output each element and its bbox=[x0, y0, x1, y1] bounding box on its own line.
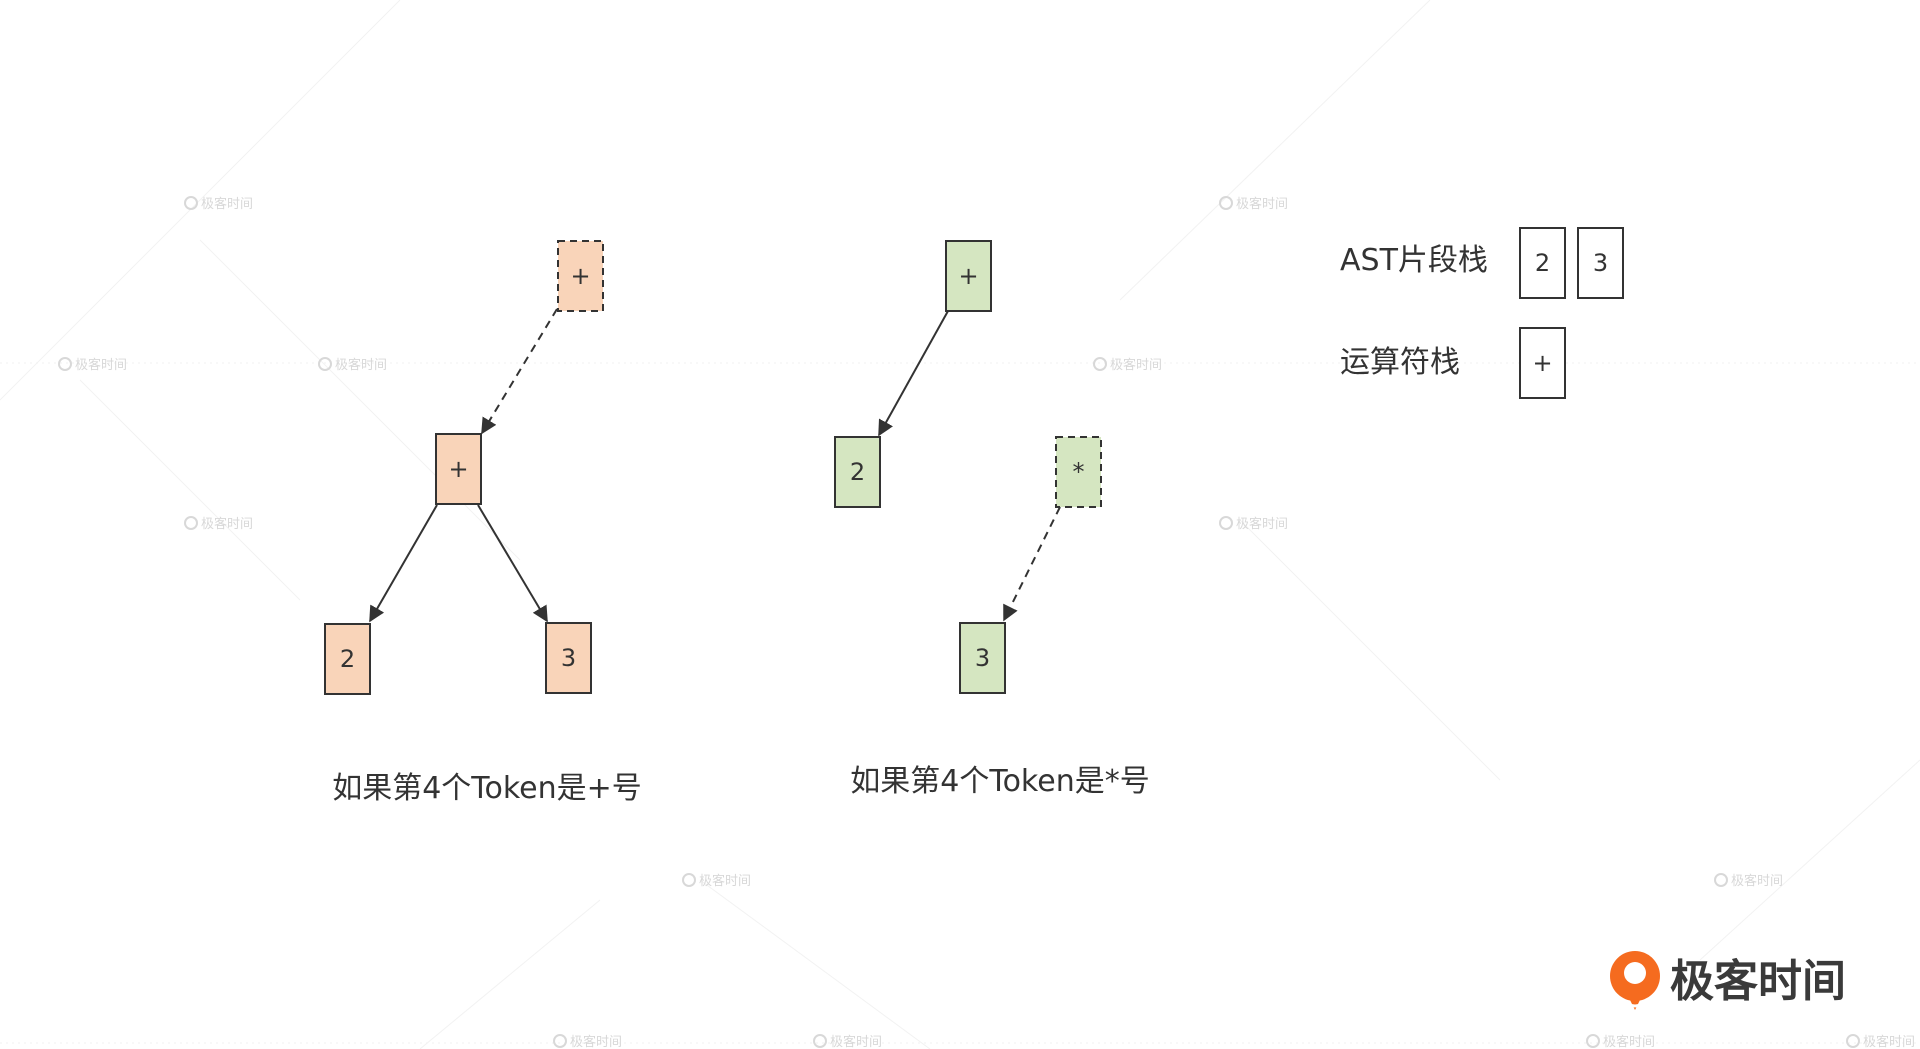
watermark-mark: 极客时间 bbox=[1219, 516, 1288, 532]
watermark-mark: 极客时间 bbox=[1846, 1034, 1915, 1049]
watermark-mark: 极客时间 bbox=[58, 357, 127, 373]
left-mid-node: + bbox=[435, 433, 482, 505]
svg-text:极客时间: 极客时间 bbox=[699, 873, 751, 889]
left-tree: + + 2 3 如果第4个Token是+号 bbox=[324, 240, 642, 806]
left-edge-mid-to-2 bbox=[369, 504, 438, 623]
left-leaf-3-node: 3 bbox=[545, 622, 592, 694]
left-leaf-2-label: 2 bbox=[340, 645, 355, 673]
right-star-label: * bbox=[1073, 458, 1085, 486]
svg-text:极客时间: 极客时间 bbox=[75, 357, 127, 373]
right-leaf-2-label: 2 bbox=[850, 458, 865, 486]
logo-text: 极客时间 bbox=[1670, 956, 1846, 1007]
left-root-label: + bbox=[570, 262, 590, 290]
watermark-mark: 极客时间 bbox=[184, 516, 253, 532]
svg-text:极客时间: 极客时间 bbox=[1731, 873, 1783, 889]
left-mid-label: + bbox=[448, 455, 468, 483]
geektime-logo: 极客时间 bbox=[1610, 951, 1846, 1010]
left-edge-root-to-mid bbox=[481, 308, 558, 435]
svg-text:极客时间: 极客时间 bbox=[1110, 357, 1162, 373]
svg-text:极客时间: 极客时间 bbox=[1236, 196, 1288, 212]
stacks-panel: AST片段栈 2 3 运算符栈 + bbox=[1340, 227, 1624, 399]
watermark-mark: 极客时间 bbox=[318, 357, 387, 373]
watermark-mark: 极客时间 bbox=[1093, 357, 1162, 373]
ast-stack-item-label: 2 bbox=[1535, 249, 1550, 277]
geektime-logo-icon bbox=[1610, 951, 1660, 1010]
right-caption: 如果第4个Token是*号 bbox=[850, 764, 1149, 799]
right-leaf-2-node: 2 bbox=[834, 436, 881, 508]
right-root-node: + bbox=[945, 240, 992, 312]
svg-text:极客时间: 极客时间 bbox=[201, 516, 253, 532]
ast-stack-label: AST片段栈 bbox=[1340, 243, 1488, 278]
svg-text:极客时间: 极客时间 bbox=[1236, 516, 1288, 532]
op-stack-label: 运算符栈 bbox=[1340, 345, 1460, 380]
left-leaf-2-node: 2 bbox=[324, 623, 371, 695]
ast-stack-item: 3 bbox=[1577, 227, 1624, 299]
watermark-mark: 极客时间 bbox=[682, 873, 751, 889]
ast-stack-item-label: 3 bbox=[1593, 249, 1608, 277]
right-star-node: * bbox=[1055, 436, 1102, 508]
left-leaf-3-label: 3 bbox=[561, 644, 576, 672]
left-edge-mid-to-3 bbox=[477, 504, 548, 623]
op-stack-item: + bbox=[1519, 327, 1566, 399]
right-leaf-3-label: 3 bbox=[975, 644, 990, 672]
right-tree: + 2 * 3 如果第4个Token是*号 bbox=[834, 240, 1150, 799]
right-root-label: + bbox=[958, 262, 978, 290]
svg-text:极客时间: 极客时间 bbox=[570, 1034, 622, 1049]
ast-stack-item: 2 bbox=[1519, 227, 1566, 299]
watermark-mark: 极客时间 bbox=[1586, 1034, 1655, 1049]
left-root-node: + bbox=[557, 240, 604, 312]
right-leaf-3-node: 3 bbox=[959, 622, 1006, 694]
right-edge-star-to-3 bbox=[1003, 506, 1061, 622]
watermark-mark: 极客时间 bbox=[1219, 196, 1288, 212]
watermark-mark: 极客时间 bbox=[184, 196, 253, 212]
svg-text:极客时间: 极客时间 bbox=[830, 1034, 882, 1049]
watermark-marks: 极客时间 极客时间 极客时间 极客时间 极客时间 极客时间 极客时间 极客时间 bbox=[58, 196, 1915, 1049]
left-caption: 如果第4个Token是+号 bbox=[332, 771, 642, 806]
watermark-mark: 极客时间 bbox=[813, 1034, 882, 1049]
watermark-mark: 极客时间 bbox=[553, 1034, 622, 1049]
svg-text:极客时间: 极客时间 bbox=[201, 196, 253, 212]
svg-text:极客时间: 极客时间 bbox=[1603, 1034, 1655, 1049]
svg-text:极客时间: 极客时间 bbox=[335, 357, 387, 373]
watermark-mark: 极客时间 bbox=[1714, 873, 1783, 889]
op-stack-item-label: + bbox=[1532, 349, 1552, 377]
right-edge-root-to-2 bbox=[878, 310, 949, 437]
svg-text:极客时间: 极客时间 bbox=[1863, 1034, 1915, 1049]
